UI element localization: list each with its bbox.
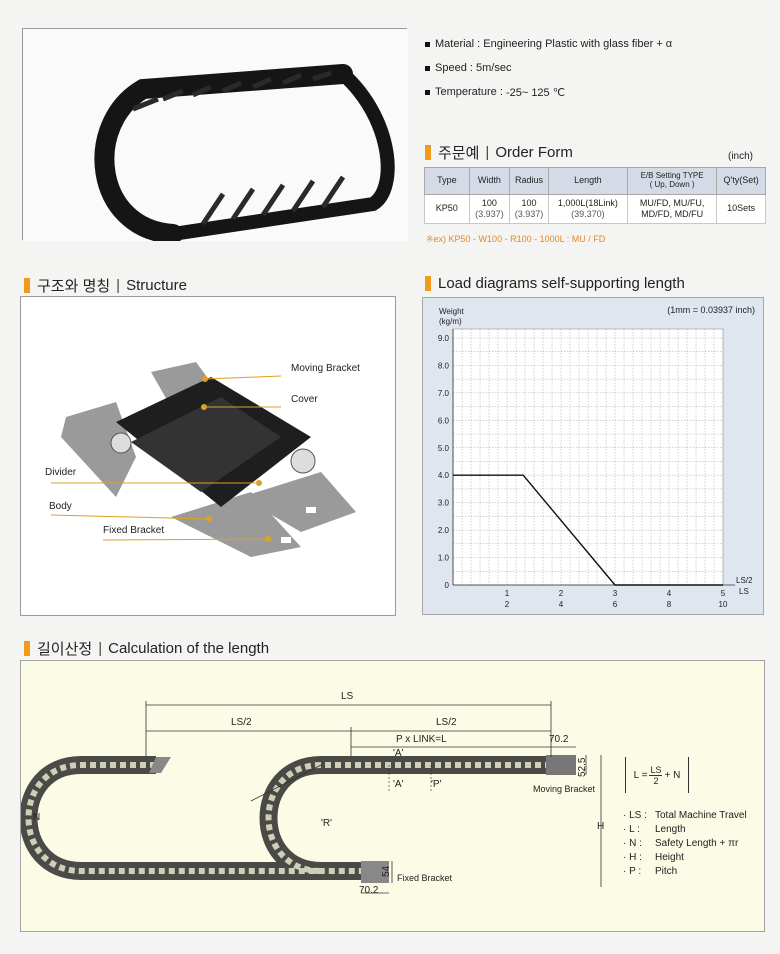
cable-chain-illustration: [23, 29, 408, 244]
order-form-unit: (inch): [728, 151, 754, 162]
y-tick-label: 4.0: [438, 471, 450, 480]
order-example: ※ex) KP50 - W100 - R100 - 1000L : MU / F…: [426, 234, 606, 244]
x-tick-label: 1: [505, 589, 510, 598]
label-fixed-bracket-calc: Fixed Bracket: [397, 873, 453, 883]
y-tick-label: 3.0: [438, 499, 450, 508]
plot-area: [452, 328, 724, 586]
y-tick-label: 9.0: [438, 334, 450, 343]
col-type: Type: [424, 167, 470, 195]
product-photo: [22, 28, 408, 244]
structure-illustration: [50, 362, 356, 557]
label-cover: Cover: [291, 394, 318, 405]
col-radius: Radius: [509, 167, 549, 195]
y-tick-label: 2.0: [438, 526, 450, 535]
dim-a-top: 'A': [393, 748, 404, 759]
chart-ylabel-2: (kg/m): [439, 317, 462, 326]
label-fixed-bracket: Fixed Bracket: [103, 525, 165, 536]
x-tick-label: 4: [667, 589, 672, 598]
chart-ylabel-1: Weight: [439, 307, 464, 316]
x-tick-label-ls: 10: [719, 600, 728, 609]
dim-ls-half-left: LS/2: [231, 717, 252, 728]
y-tick-label: 6.0: [438, 416, 450, 425]
load-title: Load diagrams self-supporting length: [425, 275, 685, 292]
label-body: Body: [49, 501, 72, 512]
dim-70-2-top: 70.2: [549, 734, 569, 745]
col-width: Width: [468, 167, 511, 195]
x-tick-label-ls: 2: [505, 600, 510, 609]
load-chart: (1mm = 0.03937 inch) Weight (kg/m) LS/2 …: [422, 297, 764, 615]
dim-ls: LS: [341, 691, 354, 702]
dim-70-2-bottom: 70.2: [359, 885, 379, 896]
col-qty: Q'ty(Set): [716, 167, 766, 195]
dim-h: H: [597, 821, 605, 832]
series-line: [453, 474, 723, 586]
x-tick-label-ls: 6: [613, 600, 618, 609]
list-item: · L :Length: [623, 824, 686, 835]
calc-diagram: LS LS/2 LS/2 P x LINK=L 70.2 52.5 'A' 'A…: [20, 660, 765, 932]
y-tick-label: 8.0: [438, 361, 450, 370]
table-row: KP50 100(3.937) 100(3.937) 1,000L(18Link…: [424, 194, 766, 224]
legend-list: · LS :Total Machine Travel · L :Length ·…: [623, 810, 747, 880]
list-item: · H :Height: [623, 852, 684, 863]
x-tick-label-ls: 8: [667, 600, 672, 609]
x-tick-label: 3: [613, 589, 618, 598]
dim-ls-half-right: LS/2: [436, 717, 457, 728]
label-divider: Divider: [45, 467, 77, 478]
dim-pxlink: P x LINK=L: [396, 734, 447, 745]
order-form-title: 주문예|Order Form: [425, 142, 573, 163]
x-tick-label: 2: [559, 589, 564, 598]
spec-list: Material : Engineering Plastic with glas…: [425, 36, 755, 100]
spec-speed: Speed : 5m/sec: [425, 60, 755, 76]
list-item: · P :Pitch: [623, 866, 678, 877]
length-formula: L = LS 2 + N: [625, 757, 689, 793]
chart-xlabel-2: LS: [739, 587, 749, 596]
chart-xlabel-1: LS/2: [736, 576, 753, 585]
load-chart-svg: 0 1.0 2.0 3.0 4.0 5.0 6.0 7.0 8.0 9.0 1 2 2 4 3 6 4 8 5 10: [438, 328, 735, 609]
dim-52-5: 52.5: [577, 757, 588, 777]
y-tick-label: 5.0: [438, 444, 450, 453]
y-tick-label: 7.0: [438, 389, 450, 398]
calc-title: 길이산정|Calculation of the length: [24, 638, 269, 659]
spec-material: Material : Engineering Plastic with glas…: [425, 36, 755, 52]
col-length: Length: [547, 167, 628, 195]
list-item: · N :Safety Length + πr: [623, 838, 739, 849]
y-tick-label: 0: [445, 581, 450, 590]
structure-title: 구조와 명칭|Structure: [24, 275, 187, 296]
y-tick-label: 1.0: [438, 554, 450, 563]
list-item: · LS :Total Machine Travel: [623, 810, 747, 821]
x-tick-label: 5: [721, 589, 726, 598]
spec-temperature: Temperature : -25~ 125 ℃: [425, 84, 755, 100]
dim-p: 'P': [431, 779, 442, 790]
col-setting: E/B Setting TYPE( Up, Down ): [626, 167, 718, 195]
dim-r: 'R': [321, 818, 333, 829]
dim-54: 54: [381, 865, 392, 877]
structure-diagram: Moving Bracket Cover Divider Body Fixed …: [20, 296, 396, 616]
chart-conversion: (1mm = 0.03937 inch): [667, 305, 755, 315]
dim-n: N: [33, 812, 41, 823]
label-moving-bracket-calc: Moving Bracket: [533, 784, 596, 794]
label-moving-bracket: Moving Bracket: [291, 363, 360, 374]
x-tick-label-ls: 4: [559, 600, 564, 609]
length-diagram: [21, 701, 602, 894]
dim-a-bottom: 'A': [393, 779, 404, 790]
order-form-table: Type Width Radius Length E/B Setting TYP…: [424, 167, 766, 224]
